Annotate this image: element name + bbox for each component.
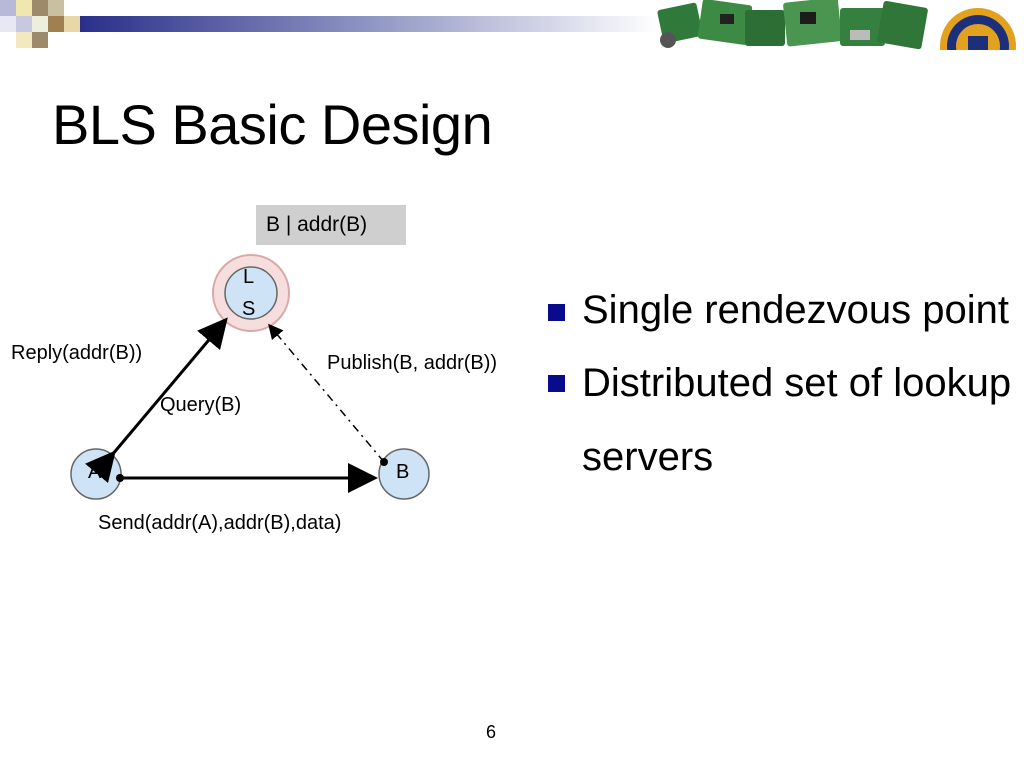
university-seal-icon (940, 8, 1016, 50)
lookup-server-label-l: L (243, 266, 255, 288)
publish-label: Publish(B, addr(B)) (327, 352, 498, 374)
lookup-entry-text: B | addr(B) (266, 213, 368, 236)
page-number: 6 (486, 722, 497, 742)
bullet-square-icon (548, 304, 565, 321)
bullet-list: Single rendezvous point Distributed set … (544, 282, 1014, 494)
bullet-text: Single rendezvous point (582, 288, 1009, 332)
send-label: Send(addr(A),addr(B),data) (98, 512, 342, 534)
circuit-boards-image (657, 0, 928, 50)
lookup-entry-box: B | addr(B) (256, 205, 406, 245)
bls-diagram (70, 254, 430, 500)
lookup-server-label-s: S (242, 298, 256, 320)
node-a-label: A (88, 461, 102, 483)
bullet-text: Distributed set of lookup servers (582, 361, 1012, 479)
node-b-label: B (396, 461, 410, 483)
query-label: Query(B) (160, 394, 242, 416)
node-b (378, 448, 430, 500)
reply-label: Reply(addr(B)) (11, 342, 143, 364)
bullet-square-icon (548, 375, 565, 392)
header-band (0, 0, 1016, 50)
lookup-server-node (224, 266, 278, 320)
slide-title: BLS Basic Design (52, 93, 493, 156)
query-reply-arrow (85, 317, 228, 484)
bullet-item-distributed-servers: Distributed set of lookup servers (544, 346, 1014, 494)
publish-arrow (268, 323, 385, 463)
bullet-item-single-rendezvous: Single rendezvous point (544, 282, 1014, 338)
